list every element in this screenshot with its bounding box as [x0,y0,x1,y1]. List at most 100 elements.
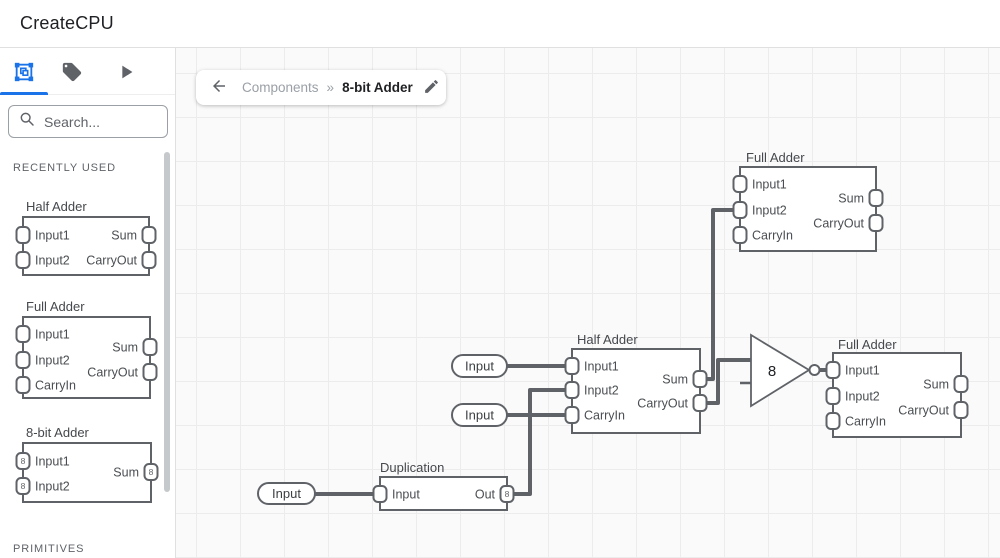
port-carryout[interactable] [142,363,158,381]
node-box[interactable] [832,352,962,438]
port-sum[interactable] [953,375,969,393]
port-label: Input1 [35,455,70,469]
component-box[interactable] [22,216,150,276]
input-pill-2[interactable]: Input [451,403,508,427]
breadcrumb: Components » 8-bit Adder [196,70,446,105]
back-button[interactable] [210,78,228,98]
port-out[interactable] [499,485,515,503]
tab-tags[interactable] [48,48,96,95]
schematic-canvas[interactable]: Input Input Input Full Adder Input1 In [176,48,1000,558]
port-input2[interactable] [825,387,841,405]
edit-name-button[interactable] [423,78,440,98]
port-label: Sum [111,229,137,243]
port-label: CarryOut [86,254,137,268]
pill-shape[interactable] [451,354,508,378]
port-input1[interactable] [15,226,31,244]
port-label: Input1 [752,178,787,192]
port-label: Input2 [752,204,787,218]
port-carryout[interactable] [868,214,884,232]
back-arrow-icon [210,77,228,98]
port-label: Input2 [35,354,70,368]
port-input2[interactable] [15,251,31,269]
node-full-adder-top[interactable]: Full Adder Input1 Input2 CarryIn Sum Car… [732,150,884,252]
port-label: Input1 [35,328,70,342]
library-item-full-adder[interactable]: Full Adder Input1 Input2 CarryIn Sum Car… [15,299,158,399]
port-input1[interactable] [825,361,841,379]
port-label: CarryIn [752,229,793,243]
port-label: CarryOut [637,397,688,411]
pill-shape[interactable] [257,482,316,505]
port-label: Input1 [845,364,880,378]
port-carryout[interactable] [953,401,969,419]
breadcrumb-parent[interactable]: Components [242,80,319,95]
library-item-half-adder[interactable]: Half Adder Input1 Input2 Sum CarryOut [15,199,157,276]
port-label: Out [475,488,496,502]
port-label: Input1 [584,360,619,374]
port-carryout[interactable] [141,251,157,269]
port-carryin[interactable] [732,226,748,244]
bus-width-badge: 8 [21,481,26,491]
app-title: CreateCPU [20,13,114,33]
node-half-adder[interactable]: Half Adder Input1 Input2 CarryIn Sum Car… [564,332,708,434]
node-box[interactable] [739,166,877,252]
port-carryout[interactable] [692,394,708,412]
sidebar-tabbar [0,48,175,95]
buffer-triangle[interactable] [750,333,811,408]
section-recently-used: RECENTLY USED [13,162,116,174]
node-buffer-8[interactable]: 8 [740,333,821,408]
component-title: 8-bit Adder [26,425,90,440]
search-box [8,105,168,138]
port-sum[interactable] [692,370,708,388]
port-sum[interactable] [868,189,884,207]
port-sum[interactable] [141,226,157,244]
section-primitives: PRIMITIVES [13,543,85,555]
port-input2[interactable] [732,201,748,219]
port-input2[interactable] [564,381,580,399]
port-input1[interactable] [732,175,748,193]
port-carryin[interactable] [15,376,31,394]
sidebar-scrollbar[interactable] [164,152,170,492]
pill-label: Input [465,359,494,374]
port-carryin[interactable] [825,412,841,430]
pencil-icon [423,78,440,98]
port-input1[interactable] [15,325,31,343]
port-label: CarryOut [813,217,864,231]
tab-simulate[interactable] [102,48,150,95]
wire-duplication-to-halfadder-input2[interactable] [511,388,568,496]
port-input1[interactable] [564,357,580,375]
component-title: Full Adder [26,299,85,314]
buffer-width-label: 8 [768,363,776,380]
breadcrumb-current: 8-bit Adder [342,80,413,95]
port-label: CarryIn [584,409,625,423]
port-input1-8bit[interactable] [15,452,31,470]
search-input[interactable] [44,113,154,130]
component-library: Half Adder Input1 Input2 Sum CarryOut Fu… [15,199,159,503]
port-input[interactable] [372,485,388,503]
port-label: CarryOut [898,404,949,418]
input-pill-1[interactable]: Input [451,354,508,378]
port-label: CarryOut [87,366,138,380]
node-title: Half Adder [577,332,638,347]
wire-halfadder-carryout-to-buffer[interactable] [704,358,751,405]
port-sum-8bit[interactable] [143,463,159,481]
node-full-adder-right[interactable]: Full Adder Input1 Input2 CarryIn Sum Car… [825,337,969,438]
node-box[interactable] [571,348,701,434]
sidebar: RECENTLY USED Half Adder Input1 Input2 S… [0,48,176,558]
pill-label: Input [465,408,494,423]
input-pill-3[interactable]: Input [257,482,316,505]
port-label: Input2 [845,390,880,404]
tab-components[interactable] [0,48,48,95]
library-item-8bit-adder[interactable]: 8-bit Adder 8 8 8 Input1 Input2 Sum [15,425,159,503]
port-input2-8bit[interactable] [15,477,31,495]
pill-label: Input [272,486,301,501]
node-title: Duplication [380,460,444,475]
port-sum[interactable] [142,338,158,356]
schematic-svg: Input Input Input Full Adder Input1 In [257,150,969,511]
port-input2[interactable] [15,351,31,369]
wire-halfadder-sum-to-fulladder-top[interactable] [704,208,736,381]
pill-shape[interactable] [451,403,508,427]
port-carryin[interactable] [564,406,580,424]
port-label: Input2 [584,384,619,398]
node-duplication[interactable]: Duplication 8 Input Out [372,460,515,511]
buffer-bubble[interactable] [808,364,821,376]
